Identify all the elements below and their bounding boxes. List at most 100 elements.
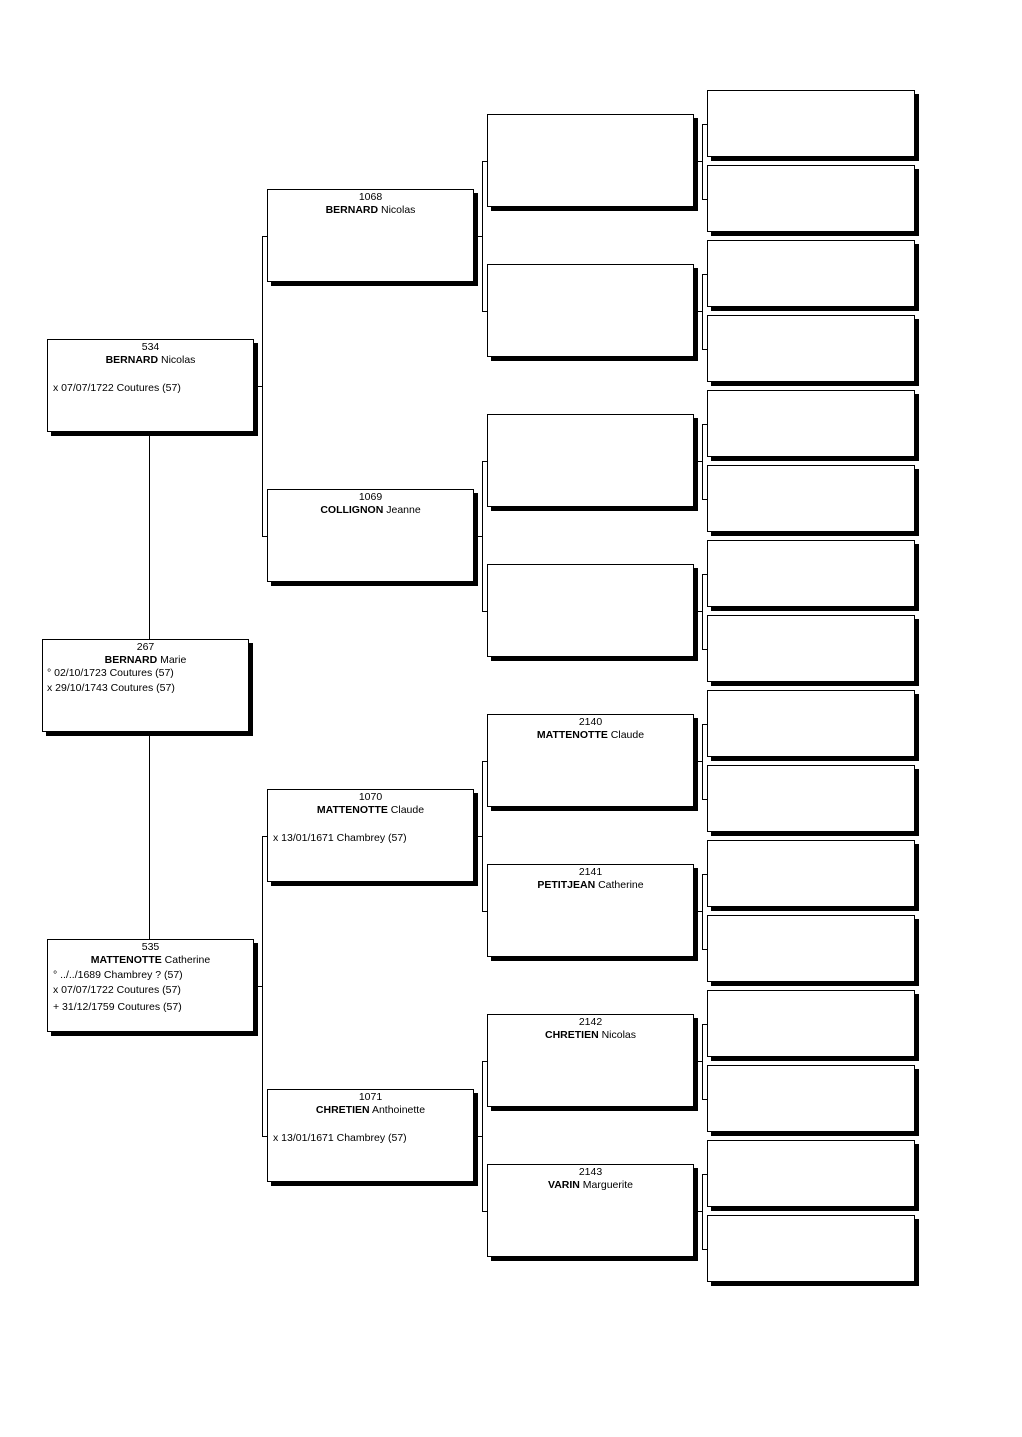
connector-line: [702, 349, 708, 350]
connector-line: [702, 274, 703, 349]
person-card-empty[interactable]: [487, 264, 694, 357]
connector-line: [698, 761, 703, 762]
person-card-2143[interactable]: 2143 VARIN Marguerite: [487, 1164, 694, 1257]
connector-line: [262, 536, 268, 537]
person-name: BERNARD Nicolas: [268, 204, 473, 217]
connector-line: [702, 874, 703, 949]
person-card-534[interactable]: 534 BERNARD Nicolas x 07/07/1722 Couture…: [47, 339, 254, 432]
person-name: VARIN Marguerite: [488, 1179, 693, 1192]
given-name: Claude: [390, 804, 425, 816]
person-card-empty[interactable]: [707, 1215, 915, 1282]
surname: CHRETIEN: [315, 1104, 370, 1116]
person-card-empty[interactable]: [707, 840, 915, 907]
given-name: Jeanne: [386, 504, 421, 516]
connector-line: [702, 1099, 708, 1100]
connector-line: [482, 161, 488, 162]
person-card-empty[interactable]: [707, 315, 915, 382]
person-card-empty[interactable]: [707, 90, 915, 157]
connector-line: [482, 761, 488, 762]
sosa-number: 534: [141, 341, 160, 353]
given-name: Marguerite: [582, 1179, 633, 1191]
connector-line: [702, 424, 708, 425]
connector-line: [482, 161, 483, 311]
person-card-2141[interactable]: 2141 PETITJEAN Catherine: [487, 864, 694, 957]
connector-line: [702, 574, 703, 649]
person-name: COLLIGNON Jeanne: [268, 504, 473, 517]
person-card-1071[interactable]: 1071 CHRETIEN Anthoinette x 13/01/1671 C…: [267, 1089, 474, 1182]
person-card-empty[interactable]: [707, 690, 915, 757]
connector-line: [702, 424, 703, 499]
person-card-1068[interactable]: 1068 BERNARD Nicolas: [267, 189, 474, 282]
connector-line: [702, 649, 708, 650]
given-name: Nicolas: [601, 1029, 637, 1041]
person-name: MATTENOTTE Claude: [488, 729, 693, 742]
connector-line: [482, 761, 483, 911]
person-card-empty[interactable]: [707, 1140, 915, 1207]
surname: PETITJEAN: [537, 879, 596, 891]
connector-line: [262, 836, 263, 1136]
connector-line: [262, 1136, 268, 1137]
connector-line: [698, 1061, 703, 1062]
given-name: Claude: [610, 729, 645, 741]
person-card-empty[interactable]: [707, 240, 915, 307]
connector-line: [702, 724, 703, 799]
person-card-2142[interactable]: 2142 CHRETIEN Nicolas: [487, 1014, 694, 1107]
sosa-number: 2143: [578, 1166, 603, 1178]
given-name: Nicolas: [380, 204, 416, 216]
person-card-2140[interactable]: 2140 MATTENOTTE Claude: [487, 714, 694, 807]
person-card-empty[interactable]: [707, 990, 915, 1057]
person-card-empty[interactable]: [707, 765, 915, 832]
connector-line: [702, 274, 708, 275]
sosa-number: 1071: [358, 1091, 383, 1103]
person-card-empty[interactable]: [707, 615, 915, 682]
surname: BERNARD: [104, 654, 158, 666]
sosa-number: 1069: [358, 491, 383, 503]
connector-line: [702, 124, 708, 125]
person-card-empty[interactable]: [707, 390, 915, 457]
person-card-empty[interactable]: [707, 915, 915, 982]
birth-event: ° ../../1689 Chambrey ? (57): [53, 969, 183, 981]
person-card-empty[interactable]: [707, 465, 915, 532]
person-card-empty[interactable]: [487, 414, 694, 507]
surname: MATTENOTTE: [90, 954, 162, 966]
surname: BERNARD: [105, 354, 159, 366]
person-card-empty[interactable]: [707, 1065, 915, 1132]
sosa-number: 535: [141, 941, 160, 953]
person-name: CHRETIEN Anthoinette: [268, 1104, 473, 1117]
connector-line: [478, 1136, 483, 1137]
person-card-empty[interactable]: [487, 114, 694, 207]
death-event: + 31/12/1759 Coutures (57): [53, 1001, 182, 1013]
person-card-empty[interactable]: [707, 540, 915, 607]
given-name: Catherine: [164, 954, 211, 966]
sosa-number: 2141: [578, 866, 603, 878]
sosa-number: 1070: [358, 791, 383, 803]
person-card-1069[interactable]: 1069 COLLIGNON Jeanne: [267, 489, 474, 582]
person-card-empty[interactable]: [487, 564, 694, 657]
connector-line: [702, 1174, 703, 1249]
connector-line: [702, 124, 703, 199]
person-card-267[interactable]: 267 BERNARD Marie ° 02/10/1723 Coutures …: [42, 639, 249, 732]
sosa-number: 1068: [358, 191, 383, 203]
person-card-1070[interactable]: 1070 MATTENOTTE Claude x 13/01/1671 Cham…: [267, 789, 474, 882]
connector-line: [149, 733, 150, 940]
sosa-number: 2140: [578, 716, 603, 728]
person-name: BERNARD Marie: [43, 654, 248, 667]
connector-line: [482, 911, 488, 912]
sosa-number: 267: [136, 641, 155, 653]
connector-line: [702, 949, 708, 950]
connector-line: [698, 911, 703, 912]
marriage-event: x 29/10/1743 Coutures (57): [47, 682, 175, 694]
person-name: BERNARD Nicolas: [48, 354, 253, 367]
marriage-event: x 07/07/1722 Coutures (57): [53, 382, 181, 394]
connector-line: [482, 461, 488, 462]
connector-line: [482, 311, 488, 312]
person-card-535[interactable]: 535 MATTENOTTE Catherine ° ../../1689 Ch…: [47, 939, 254, 1032]
marriage-event: x 13/01/1671 Chambrey (57): [273, 832, 407, 844]
connector-line: [262, 836, 268, 837]
person-card-empty[interactable]: [707, 165, 915, 232]
connector-line: [482, 611, 488, 612]
given-name: Nicolas: [160, 354, 196, 366]
surname: MATTENOTTE: [536, 729, 608, 741]
connector-line: [482, 1211, 488, 1212]
